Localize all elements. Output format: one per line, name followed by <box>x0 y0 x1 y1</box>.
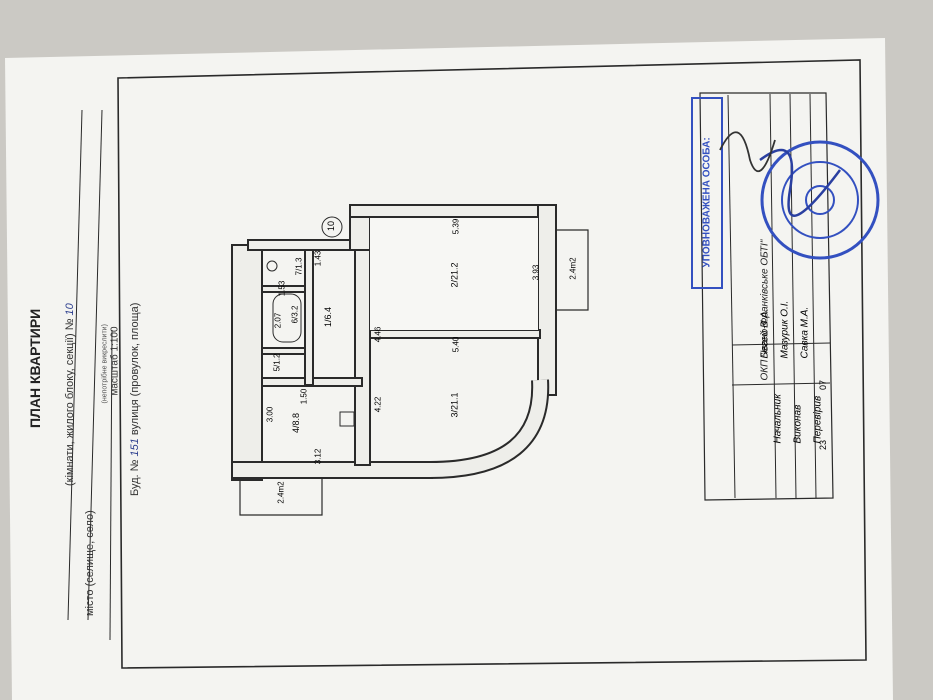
paper-sheet <box>5 38 893 700</box>
wall-top-c <box>349 204 556 218</box>
room-5-label: 5/1.2 <box>272 353 282 372</box>
round-seal <box>719 131 880 260</box>
partition-bath <box>304 249 314 386</box>
wall-left <box>231 244 263 481</box>
signature-name-2: Мазурик О.І. <box>779 300 791 359</box>
room-2-area <box>370 218 538 330</box>
apartment-number: 10 <box>64 303 76 316</box>
signature-role-3: Перевірив <box>812 395 824 444</box>
dim-1-43: 1.43 <box>313 250 323 267</box>
seal-inner-ring <box>781 161 859 239</box>
scale-label: масштаб <box>109 354 121 396</box>
authorized-stamp-box <box>691 97 723 289</box>
dim-3-93: 3.93 <box>531 264 541 281</box>
city-label: місто (селище, село) <box>84 510 96 616</box>
room-6-label: 6/3.2 <box>290 305 300 324</box>
authorized-person-header: УПОВНОВАЖЕНА ОСОБА: <box>701 137 713 268</box>
balcony-bottom <box>239 478 323 516</box>
street-label: вулиця (провулок, площа) <box>129 302 141 436</box>
stamp-table-frame <box>699 92 834 501</box>
dim-1-53: 1.53 <box>277 280 287 297</box>
balcony-area-right: 2.4m2 <box>568 257 578 280</box>
plan-title: ПЛАН КВАРТИРИ <box>27 308 43 428</box>
table-line-2 <box>769 93 777 499</box>
plan-subtitle: (кімнати, жилого блоку, секції) № <box>64 318 76 487</box>
signature-name-3: Савка М.А. <box>799 306 811 359</box>
underline-note: (непотрібне викреслити) <box>101 324 109 404</box>
scale-value: 1:100 <box>109 326 121 352</box>
dim-5-39: 5.39 <box>451 218 461 235</box>
room-1-label: 1/6.4 <box>323 306 334 328</box>
underline-1 <box>67 109 83 621</box>
dim-4-22: 4.22 <box>373 396 383 413</box>
room-4-label: 4/8.8 <box>291 412 302 434</box>
dim-4-46: 4.46 <box>373 326 383 343</box>
scale-row: масштаб 1:100 <box>109 276 121 396</box>
bathtub-icon <box>272 293 302 343</box>
partition-2-3 <box>359 329 541 339</box>
floor-plan <box>231 204 589 516</box>
dim-3-12: 3.12 <box>313 448 323 465</box>
table-line-4 <box>809 93 817 499</box>
page-frame <box>117 59 867 669</box>
table-line-6 <box>731 382 831 386</box>
table-line-5 <box>731 342 831 346</box>
room-7-label: 7/1.3 <box>294 257 304 276</box>
seal-outer-ring <box>760 140 880 260</box>
balcony-area-bottom: 2.4m2 <box>276 481 286 504</box>
building-label: Буд. № <box>129 459 141 496</box>
seal-center <box>805 185 835 215</box>
dim-2-07: 2.07 <box>273 312 283 329</box>
stove-icon <box>339 411 355 427</box>
signature-name-1: Бегей В.А. <box>759 308 771 359</box>
underline-2 <box>87 109 103 621</box>
room-2-label: 2/21.2 <box>449 262 460 288</box>
wall-right <box>537 204 557 396</box>
building-row: Буд. № 151 вулиця (провулок, площа) <box>129 216 141 496</box>
date-fragment-2: 07 <box>818 379 829 391</box>
date-fragment: 23 <box>818 439 829 451</box>
wall-bottom <box>231 461 433 479</box>
signature-scribble <box>759 148 841 217</box>
apartment-number-circle <box>321 216 343 238</box>
underline-3 <box>109 329 113 641</box>
dim-3-00: 3.00 <box>265 406 275 423</box>
toilet-icon <box>266 260 278 272</box>
partition-corridor <box>354 249 371 466</box>
table-line-1 <box>727 94 736 499</box>
room-3-label: 3/21.1 <box>449 392 460 418</box>
signature-role-1: Начальник <box>772 394 784 444</box>
circle-number: 10 <box>326 220 337 232</box>
signature-scribble-2 <box>719 131 776 173</box>
wall-curved-fill <box>429 379 548 477</box>
building-number: 151 <box>129 438 141 457</box>
signature-role-2: Виконав <box>792 404 804 444</box>
dim-1-50: 1.50 <box>299 388 309 405</box>
dim-5-40: 5.40 <box>451 336 461 353</box>
plan-subtitle-block: (кімнати, жилого блоку, секції) № 10 <box>64 226 76 486</box>
balcony-right <box>556 229 589 311</box>
